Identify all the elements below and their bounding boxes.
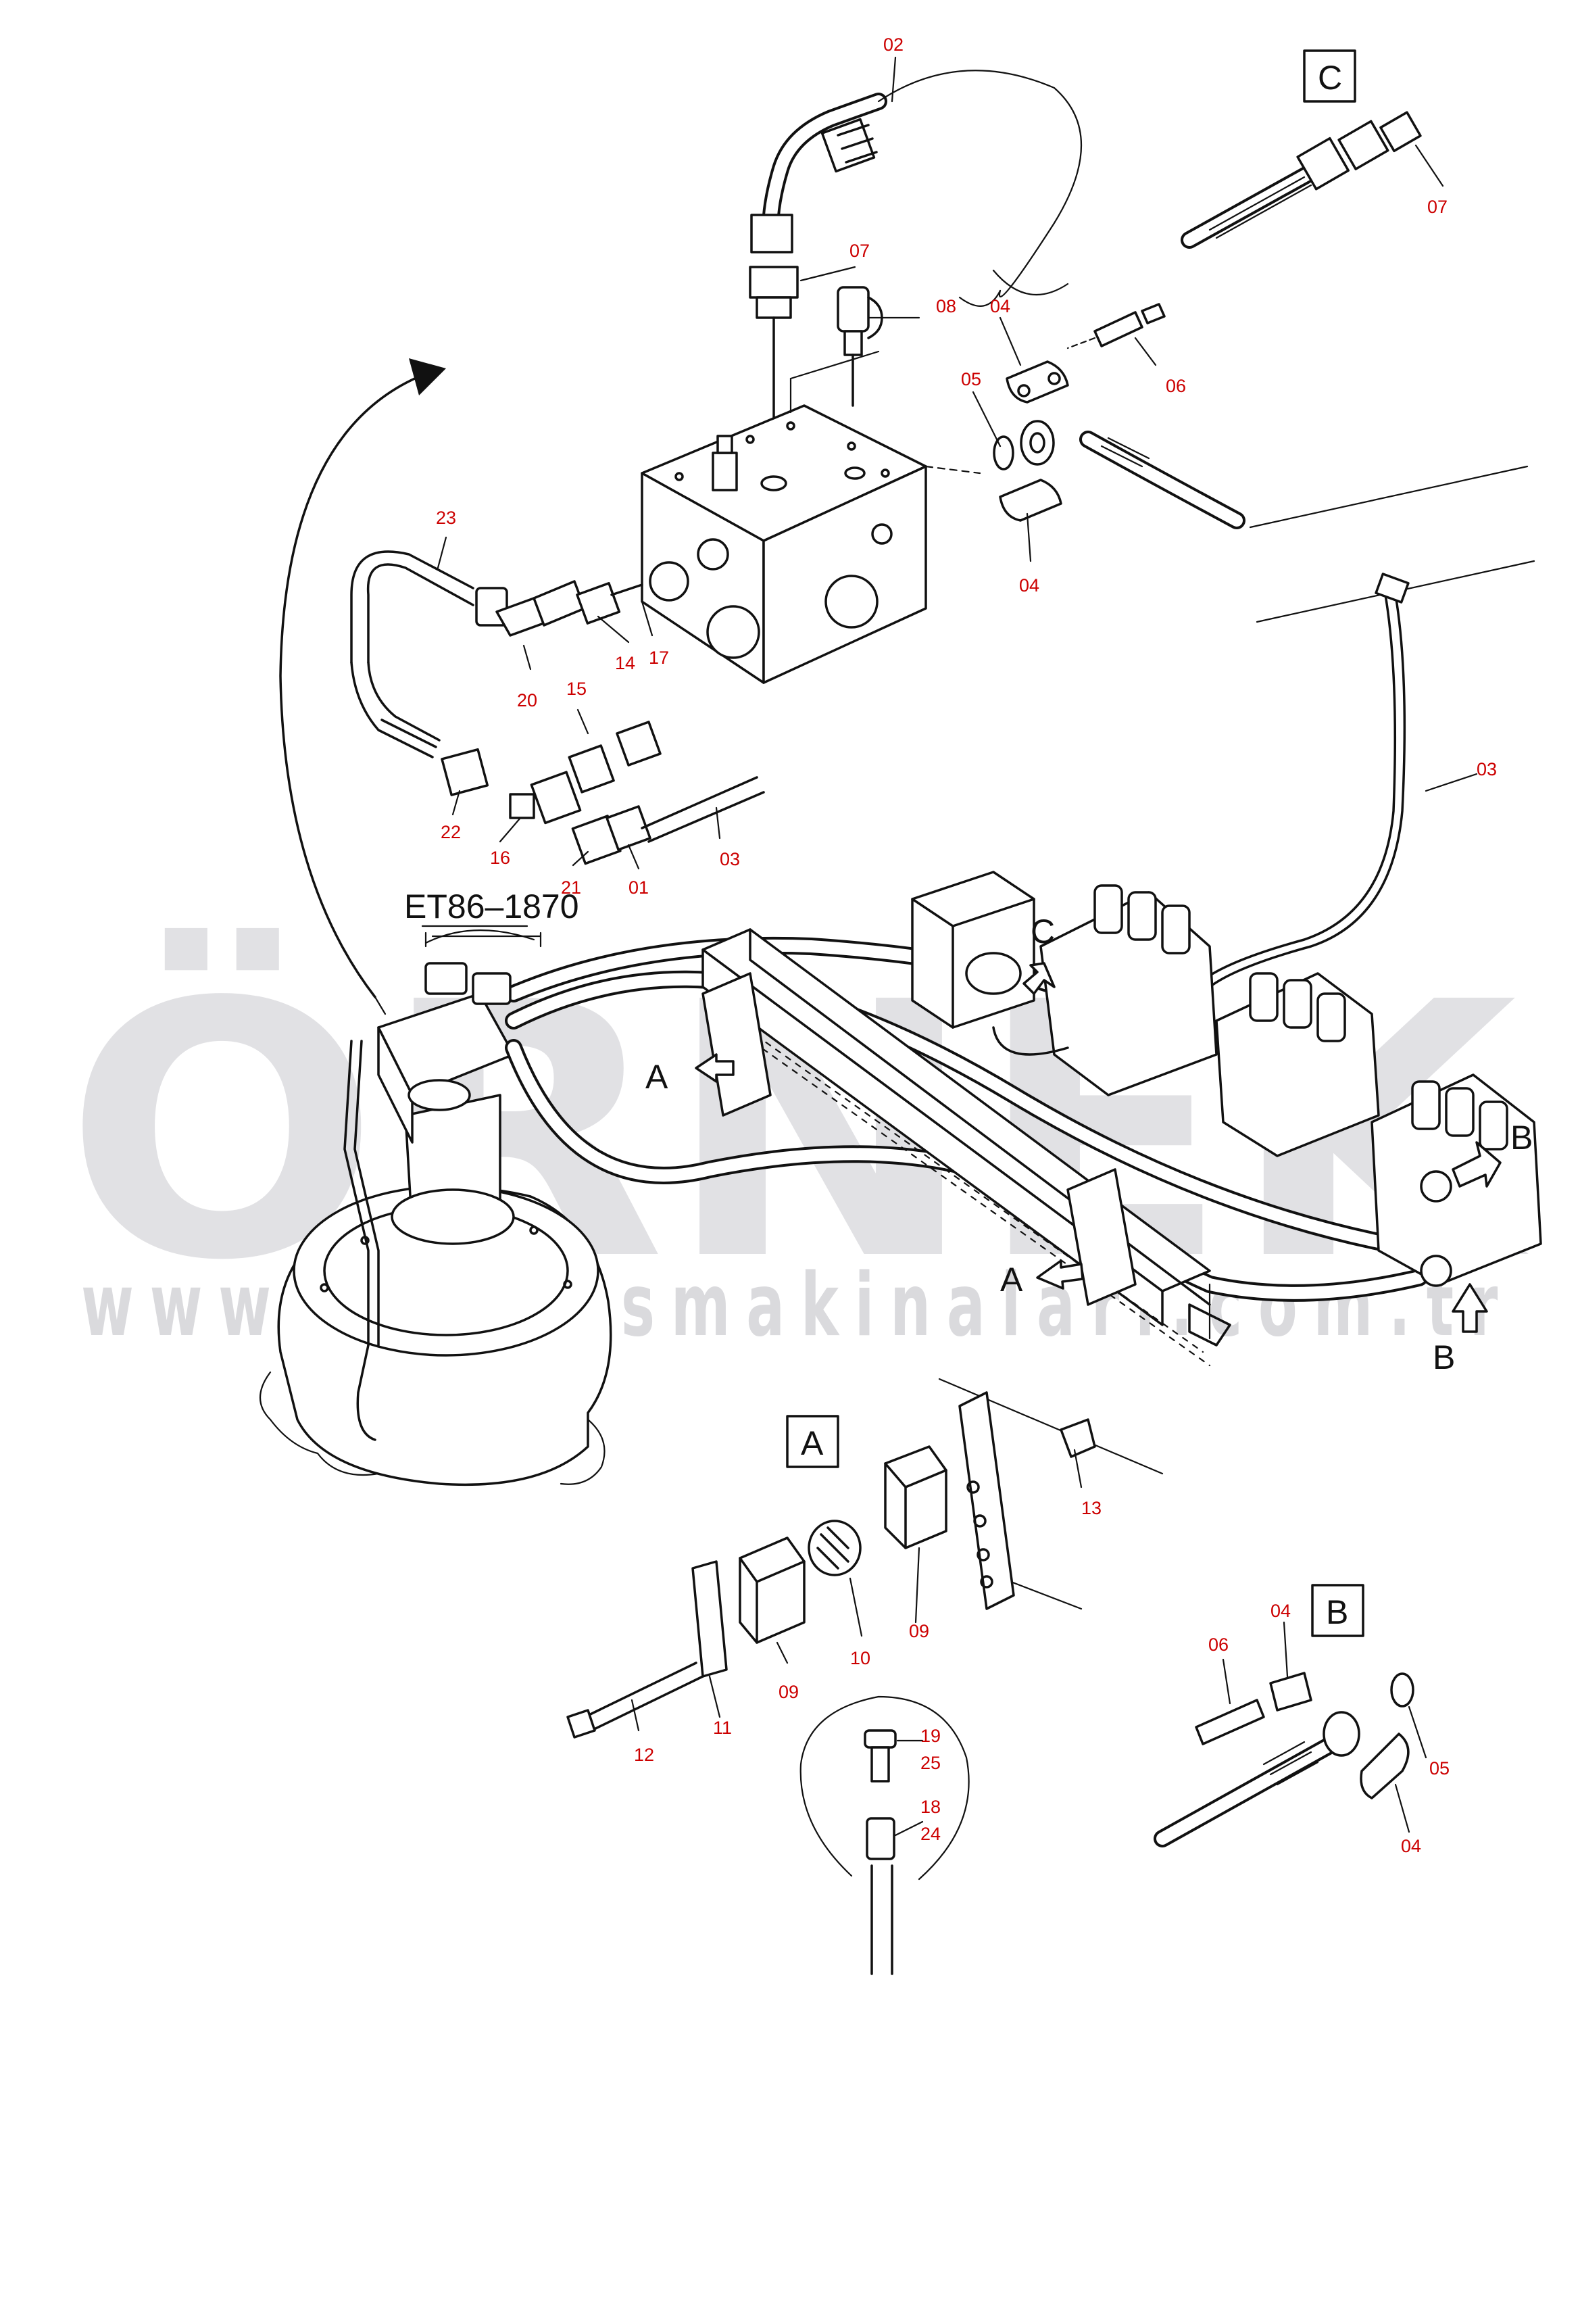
diagram-reference: ET86–1870 (404, 888, 579, 925)
callout-22: 22 (441, 822, 461, 842)
callout-20: 20 (517, 690, 537, 710)
callout-03-right: 03 (1477, 759, 1497, 779)
callout-19: 19 (920, 1726, 941, 1746)
callout-17: 17 (649, 648, 669, 668)
callout-25: 25 (920, 1753, 941, 1773)
leader-lines (437, 56, 1478, 1837)
callout-08: 08 (936, 296, 956, 316)
callout-04-b-bottom: 04 (1401, 1836, 1421, 1856)
callout-01: 01 (628, 877, 649, 898)
callout-21: 21 (561, 877, 581, 898)
callout-09-left: 09 (779, 1682, 799, 1702)
flange-set-top (993, 303, 1535, 623)
detail-a-label: A (801, 1424, 824, 1462)
hose-03-long (1202, 573, 1410, 988)
callout-06-top: 06 (1166, 376, 1186, 396)
callout-04-mid: 04 (1019, 575, 1039, 596)
callout-24: 24 (920, 1824, 941, 1844)
detail-c-box (1303, 49, 1356, 103)
callout-10: 10 (850, 1648, 870, 1668)
callout-numbers: 02 07 08 04 05 06 07 04 23 20 14 17 15 2… (436, 34, 1497, 1856)
valve-block (641, 350, 981, 684)
detail-a-box (786, 1415, 839, 1468)
detail-b-label: B (1326, 1593, 1348, 1631)
pointer-label-b2: B (1433, 1338, 1455, 1376)
sensor-08 (837, 286, 883, 407)
detail-b: B (1154, 1584, 1414, 1847)
callout-13: 13 (1081, 1498, 1102, 1518)
pointer-label-a2: A (1000, 1261, 1023, 1299)
callout-05-top: 05 (961, 369, 981, 389)
callout-05-b: 05 (1429, 1758, 1450, 1778)
callout-07-top: 07 (849, 241, 870, 261)
callout-11: 11 (713, 1718, 732, 1738)
callout-23: 23 (436, 508, 456, 528)
callout-14: 14 (615, 653, 635, 673)
pointer-label-c: C (1031, 913, 1055, 950)
fitting-07-top (749, 266, 799, 420)
callout-09-right: 09 (909, 1621, 929, 1641)
callout-18: 18 (920, 1797, 941, 1817)
frame-beam (701, 928, 1231, 1367)
callout-03-left: 03 (720, 849, 740, 869)
hose-02-assembly (750, 70, 1083, 307)
detail-a: A (566, 1378, 1164, 1739)
callout-02: 02 (883, 34, 904, 55)
callout-04-b-top: 04 (1270, 1601, 1291, 1621)
detail-b-box (1311, 1584, 1364, 1637)
pointer-label-a1: A (645, 1058, 668, 1096)
pointer-label-b1: B (1510, 1119, 1533, 1157)
view-pointers: A A C B B (645, 913, 1533, 1376)
callout-16: 16 (490, 848, 510, 868)
motor-assembly (259, 992, 612, 1486)
control-valve-bank (911, 871, 1542, 1287)
detail-magnifier (799, 1695, 970, 1975)
direction-arrow (279, 358, 446, 1015)
callout-04-top: 04 (990, 296, 1010, 316)
callout-15: 15 (566, 679, 587, 699)
pipe-circuit-left (350, 550, 765, 865)
hose-c-assembly (1181, 111, 1422, 249)
callout-07-right: 07 (1427, 197, 1448, 217)
callout-12: 12 (634, 1745, 654, 1765)
detail-c-label: C (1318, 59, 1342, 97)
callout-06-b: 06 (1208, 1635, 1229, 1655)
